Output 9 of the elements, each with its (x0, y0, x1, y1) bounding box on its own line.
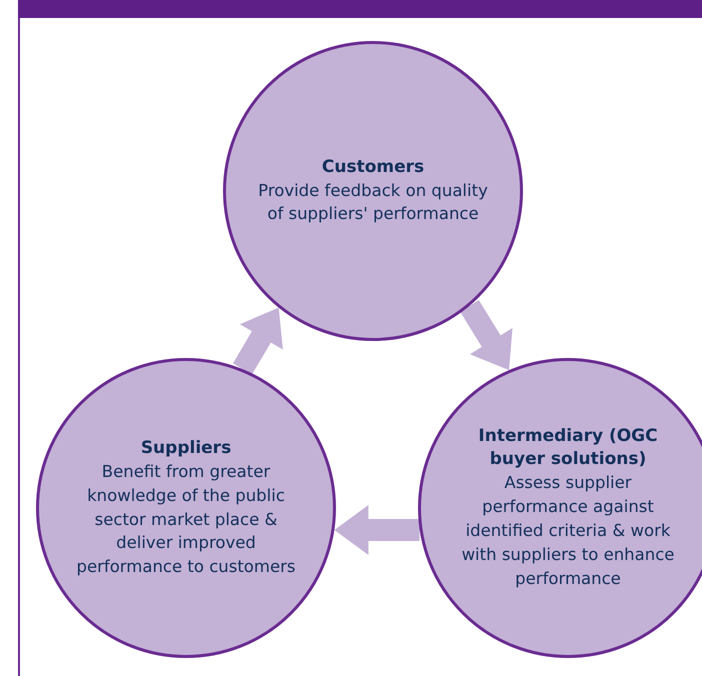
node-text: Provide feedback on quality of suppliers' performance (257, 180, 489, 226)
node-heading: Intermediary (OGC buyer solutions) (477, 425, 659, 472)
node-heading: Suppliers (140, 436, 232, 460)
block-arrow (233, 308, 283, 375)
node-heading: Customers (322, 156, 424, 179)
node-text: Assess supplier performance against identified criteria & work with suppliers to enhance performance (460, 472, 676, 590)
block-arrow (334, 505, 420, 555)
block-arrow (460, 300, 512, 370)
node-text: Benefit from greater knowledge of the public sector market place & deliver improved performance to customers (75, 460, 297, 578)
